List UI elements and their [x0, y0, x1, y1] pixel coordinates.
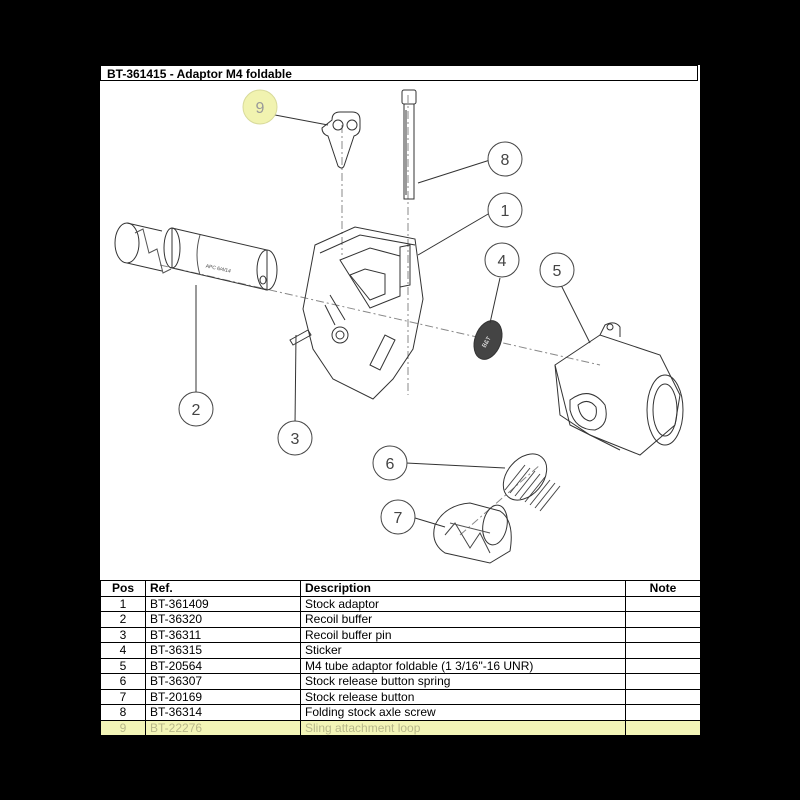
row-description: Stock release button spring: [300, 673, 626, 690]
table-row: 6 BT-36307 Stock release button spring: [100, 673, 701, 690]
header-description: Description: [300, 580, 626, 597]
table-row: 2 BT-36320 Recoil buffer: [100, 611, 701, 628]
row-pos: 3: [100, 626, 146, 643]
table-row: 8 BT-36314 Folding stock axle screw: [100, 704, 701, 721]
row-pos: 1: [100, 595, 146, 612]
header-note: Note: [625, 580, 701, 597]
row-ref: BT-36314: [145, 704, 301, 721]
callout-4-circle: [484, 242, 520, 278]
row-ref: BT-361409: [145, 595, 301, 612]
callout-2-label: 2: [192, 402, 201, 419]
header-ref: Ref.: [145, 580, 301, 597]
table-row: 5 BT-20564 M4 tube adaptor foldable (1 3…: [100, 657, 701, 674]
row-pos: 5: [100, 657, 146, 674]
release-button-drawing: [433, 502, 512, 564]
callout-5-label: 5: [553, 263, 562, 280]
button-spring-drawing: [502, 453, 561, 512]
row-pos: 4: [100, 642, 146, 659]
table-row: 1 BT-361409 Stock adaptor: [100, 595, 701, 612]
callout-5-circle: [539, 252, 575, 288]
table-row: 4 BT-36315 Sticker: [100, 642, 701, 659]
sling-loop-drawing: [321, 111, 361, 169]
row-pos: 8: [100, 704, 146, 721]
row-description: Stock release button: [300, 688, 626, 705]
row-pos: 7: [100, 688, 146, 705]
sticker-label: B&T: [482, 336, 493, 349]
row-note: [625, 688, 701, 705]
sticker-drawing: [473, 320, 503, 360]
callout-6-circle: [372, 445, 408, 481]
row-note: [625, 611, 701, 628]
buffer-pin-drawing: [289, 329, 312, 346]
callout-1-circle: [487, 192, 523, 228]
callouts: 9 8 1 4 5 2 3 6 7 APC 6/4/14 B&T: [178, 89, 575, 535]
stock-adaptor-drawing: [302, 226, 424, 400]
callout-4-label: 4: [498, 253, 507, 270]
callout-2-circle: [178, 391, 214, 427]
parts-table: Pos Ref. Description Note 1 BT-361409 St…: [100, 580, 701, 736]
row-ref: BT-20169: [145, 688, 301, 705]
row-note: [625, 704, 701, 721]
row-note: [625, 657, 701, 674]
row-note: [625, 673, 701, 690]
row-pos: 6: [100, 673, 146, 690]
row-description: Stock adaptor: [300, 595, 626, 612]
header-pos: Pos: [100, 580, 146, 597]
row-ref: BT-36315: [145, 642, 301, 659]
table-row-highlighted: 9 BT-22276 Sling attachment loop: [100, 719, 701, 736]
callout-1-label: 1: [501, 203, 510, 220]
row-note: [625, 626, 701, 643]
row-description: Recoil buffer pin: [300, 626, 626, 643]
callout-6-label: 6: [386, 456, 395, 473]
tube-adaptor-drawing: [554, 322, 684, 456]
row-description: M4 tube adaptor foldable (1 3/16"-16 UNR…: [300, 657, 626, 674]
row-description: Sticker: [300, 642, 626, 659]
recoil-buffer-drawing: [114, 222, 278, 291]
callout-9-label: 9: [256, 100, 265, 117]
row-description: Sling attachment loop: [300, 719, 626, 736]
parts-sheet: BT-361415 - Adaptor M4 foldable: [100, 65, 701, 736]
axle-screw-drawing: [401, 89, 417, 200]
row-ref: BT-36311: [145, 626, 301, 643]
callout-8-label: 8: [501, 152, 510, 169]
row-note: [625, 719, 701, 736]
parts-table-header: Pos Ref. Description Note: [100, 580, 701, 597]
buffer-marking: APC 6/4/14: [205, 263, 231, 274]
row-note: [625, 595, 701, 612]
row-note: [625, 642, 701, 659]
table-row: 7 BT-20169 Stock release button: [100, 688, 701, 705]
table-row: 3 BT-36311 Recoil buffer pin: [100, 626, 701, 643]
row-ref: BT-36320: [145, 611, 301, 628]
sheet-title: BT-361415 - Adaptor M4 foldable: [100, 65, 698, 81]
exploded-view-drawing: 9 8 1 4 5 2 3 6 7 APC 6/4/14 B&T: [114, 89, 684, 564]
callout-7-label: 7: [394, 510, 403, 527]
row-description: Recoil buffer: [300, 611, 626, 628]
row-ref: BT-20564: [145, 657, 301, 674]
row-pos: 9: [100, 719, 146, 736]
callout-3-circle: [277, 420, 313, 456]
callout-3-label: 3: [291, 431, 300, 448]
row-ref: BT-22276: [145, 719, 301, 736]
callout-9-circle: [242, 89, 278, 125]
row-pos: 2: [100, 611, 146, 628]
row-description: Folding stock axle screw: [300, 704, 626, 721]
row-ref: BT-36307: [145, 673, 301, 690]
callout-7-circle: [380, 499, 416, 535]
callout-8-circle: [487, 141, 523, 177]
